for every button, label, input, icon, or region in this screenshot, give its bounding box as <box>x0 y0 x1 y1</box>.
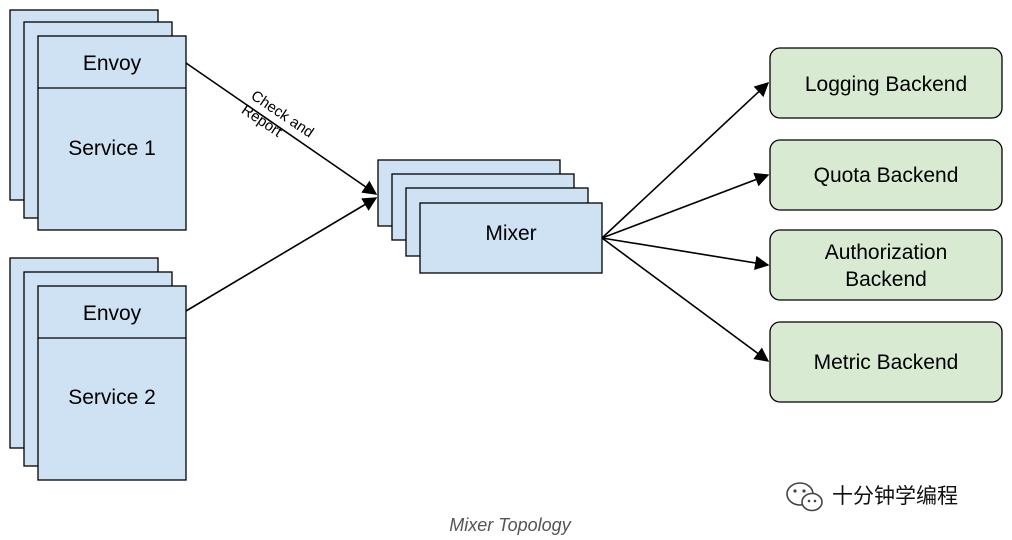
edge-mixer-to-metric <box>601 237 770 362</box>
stack-card-front <box>37 35 187 231</box>
wechat-icon <box>786 482 823 512</box>
backend-label: Logging Backend <box>805 73 967 96</box>
backend-box <box>769 321 1003 403</box>
envoy-label: Envoy <box>83 302 142 325</box>
watermark: 十分钟学编程 <box>786 482 958 512</box>
edge-service1-to-mixer <box>185 62 378 195</box>
mixer-label: Mixer <box>485 222 536 245</box>
stack-card-front <box>37 285 187 481</box>
service-group-2: Envoy Service 2 <box>9 257 187 481</box>
backend-quota: Quota Backend <box>769 139 1003 211</box>
backend-label-line-2: Backend <box>845 268 927 291</box>
service-label: Service 1 <box>68 137 156 160</box>
edge-mixer-to-logging <box>601 82 770 239</box>
backend-authorization: Authorization Backend <box>769 229 1003 301</box>
service-label: Service 2 <box>68 386 156 409</box>
backend-box <box>769 47 1003 119</box>
edge-mixer-to-quota <box>601 172 770 239</box>
edge-service2-to-mixer <box>185 197 378 312</box>
backend-metric: Metric Backend <box>769 321 1003 403</box>
service-group-1: Envoy Service 1 <box>9 9 187 231</box>
backend-box <box>769 229 1003 301</box>
backend-label: Quota Backend <box>814 164 959 187</box>
edge-mixer-to-authorization <box>601 237 770 271</box>
backend-box <box>769 139 1003 211</box>
watermark-text: 十分钟学编程 <box>832 484 958 508</box>
backend-logging: Logging Backend <box>769 47 1003 119</box>
diagram-caption: Mixer Topology <box>449 515 571 535</box>
mixer-card-front <box>419 202 603 274</box>
backend-label: Metric Backend <box>814 351 959 374</box>
mixer-stack: Mixer <box>377 159 603 274</box>
backend-label-line-1: Authorization <box>825 241 948 264</box>
envoy-label: Envoy <box>83 52 142 75</box>
